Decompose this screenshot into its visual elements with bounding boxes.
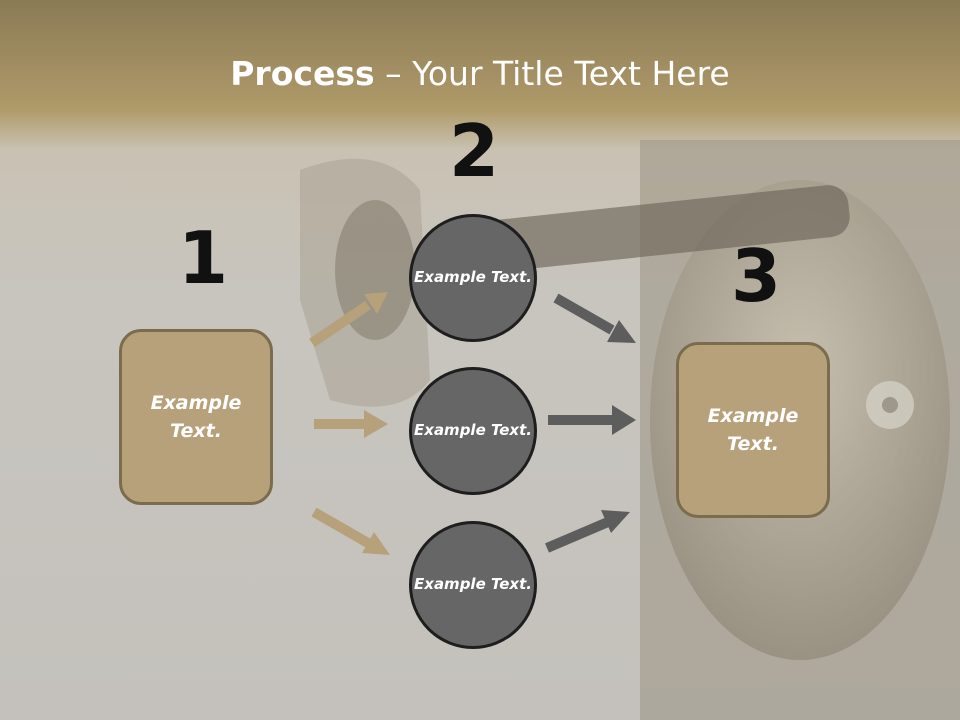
arrow-to-circle-middle xyxy=(314,410,388,438)
step-3-text: Example Text. xyxy=(707,404,799,456)
circle-top-text: Example Text. xyxy=(414,268,532,287)
circle-middle-text: Example Text. xyxy=(414,421,532,440)
arrow-from-circle-bottom xyxy=(545,510,630,553)
circle-middle: Example Text. xyxy=(409,367,537,495)
slide-title: Process – Your Title Text Here xyxy=(0,54,960,93)
step-number-3: 3 xyxy=(731,234,782,318)
title-bold: Process xyxy=(230,54,375,93)
step-1-box: Example Text. xyxy=(119,329,273,505)
title-rest: – Your Title Text Here xyxy=(374,54,730,93)
arrow-from-circle-top xyxy=(553,293,636,343)
step-number-2: 2 xyxy=(449,109,500,193)
step-3-box: Example Text. xyxy=(676,342,830,518)
arrow-to-circle-top xyxy=(309,292,388,348)
circle-bottom: Example Text. xyxy=(409,521,537,649)
circle-top: Example Text. xyxy=(409,214,537,342)
arrow-to-circle-bottom xyxy=(311,507,390,555)
circle-bottom-text: Example Text. xyxy=(414,575,532,594)
step-1-text: Example Text. xyxy=(150,391,242,443)
arrow-from-circle-middle xyxy=(548,405,636,435)
step-number-1: 1 xyxy=(178,216,229,300)
